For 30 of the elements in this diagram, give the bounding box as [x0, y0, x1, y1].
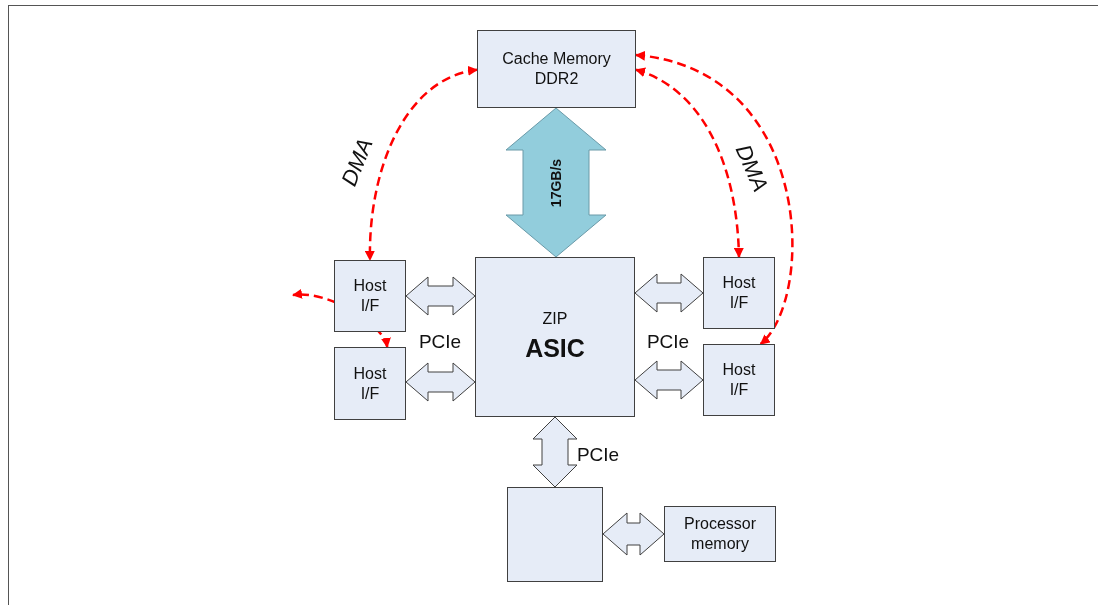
node-text: Processor memory	[683, 514, 757, 554]
bus-label: PCIe	[576, 442, 620, 467]
component-box	[664, 506, 776, 562]
component-box	[703, 257, 775, 329]
edge-label: 17GB/s	[546, 158, 565, 208]
node-text: Host I/F	[352, 363, 388, 404]
node-text: Host I/F	[721, 273, 757, 313]
component-box	[334, 347, 406, 420]
component-box	[334, 260, 406, 332]
node-text: Cache Memory DDR2	[501, 49, 612, 89]
processor-box	[507, 487, 603, 582]
node-text: Host I/F	[721, 360, 757, 400]
bus-label: PCIe	[418, 329, 462, 354]
dashed-arrow	[635, 68, 744, 258]
component-box	[475, 257, 635, 417]
block-arrow	[405, 362, 476, 402]
block-arrow	[505, 107, 607, 258]
block-arrow	[634, 273, 704, 313]
block-arrow	[405, 276, 476, 316]
block-arrow	[602, 512, 665, 556]
block-arrow	[532, 416, 578, 488]
block-arrow	[634, 360, 704, 400]
dashed-arrow	[365, 66, 478, 261]
component-box	[703, 344, 775, 416]
bus-label: PCIe	[646, 329, 690, 354]
node-text: ASIC	[524, 333, 586, 365]
dashed-arrow	[635, 51, 794, 345]
node-text: ZIP	[541, 309, 569, 330]
component-box	[477, 30, 636, 108]
node-text: Host I/F	[352, 276, 388, 316]
